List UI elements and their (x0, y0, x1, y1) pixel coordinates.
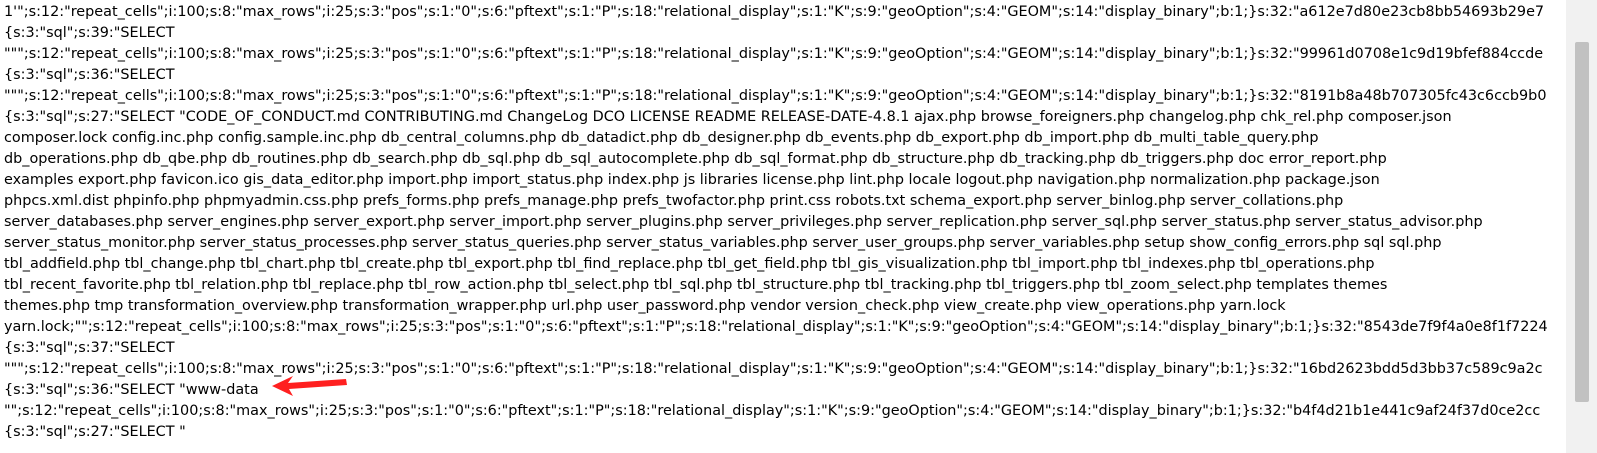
text-line: {s:3:"sql";s:37:"SELECT (4, 340, 175, 356)
text-line: """;s:12:"repeat_cells";i:100;s:8:"max_r… (4, 361, 1543, 377)
text-line: {s:3:"sql";s:27:"SELECT "CODE_OF_CONDUCT… (4, 109, 1452, 125)
text-line: examples export.php favicon.ico gis_data… (4, 172, 1380, 188)
scrollbar-thumb[interactable] (1575, 42, 1589, 402)
vertical-scrollbar[interactable] (1566, 0, 1597, 453)
text-line: db_operations.php db_qbe.php db_routines… (4, 151, 1387, 167)
text-line: composer.lock config.inc.php config.samp… (4, 130, 1319, 146)
text-line: yarn.lock;"";s:12:"repeat_cells";i:100;s… (4, 319, 1548, 335)
text-line: phpcs.xml.dist phpinfo.php phpmyadmin.cs… (4, 193, 1344, 209)
text-line: tbl_addfield.php tbl_change.php tbl_char… (4, 256, 1375, 272)
text-line: """;s:12:"repeat_cells";i:100;s:8:"max_r… (4, 46, 1544, 62)
text-line: themes.php tmp transformation_overview.p… (4, 298, 1286, 314)
text-line: tbl_recent_favorite.php tbl_relation.php… (4, 277, 1388, 293)
text-line: server_databases.php server_engines.php … (4, 214, 1483, 230)
text-line-www-data: {s:3:"sql";s:36:"SELECT "www-data (4, 382, 259, 398)
text-line: server_status_monitor.php server_status_… (4, 235, 1442, 251)
text-line: {s:3:"sql";s:27:"SELECT " (4, 424, 186, 440)
text-line: {s:3:"sql";s:39:"SELECT (4, 25, 175, 41)
text-line: 1'";s:12:"repeat_cells";i:100;s:8:"max_r… (4, 4, 1545, 20)
red-arrow-icon (272, 376, 347, 396)
text-line: "";s:12:"repeat_cells";i:100;s:8:"max_ro… (4, 403, 1541, 419)
text-line: {s:3:"sql";s:36:"SELECT (4, 67, 175, 83)
serialized-output-text: 1'";s:12:"repeat_cells";i:100;s:8:"max_r… (4, 2, 1566, 443)
text-line: """;s:12:"repeat_cells";i:100;s:8:"max_r… (4, 88, 1547, 104)
